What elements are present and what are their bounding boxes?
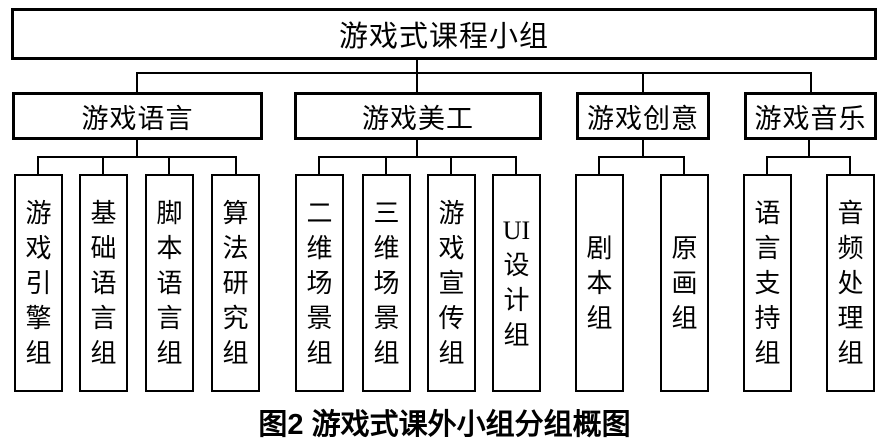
connector-drop-leaf [849,156,851,174]
leaf-game-promotion-group: 游 戏 宣 传 组 [427,174,476,392]
connector-drop-leaf [168,156,170,174]
connector-drop-leaf [102,156,104,174]
leaf-3d-scene-group: 三 维 场 景 组 [362,174,411,392]
node-game-music: 游戏音乐 [744,92,877,140]
node-game-art: 游戏美工 [294,92,542,140]
connector-stem-game-art [416,139,418,157]
connector-drop-leaf [515,156,517,174]
connector-stem-game-music [808,139,810,157]
leaf-game-engine-group: 游 戏 引 擎 组 [14,174,63,392]
connector-drop-game-creative [642,72,644,92]
connector-rail-game-language [37,156,237,158]
leaf-original-art-group: 原 画 组 [660,174,709,392]
node-game-creative-label: 游戏创意 [587,103,699,134]
node-game-music-label: 游戏音乐 [754,103,867,134]
node-game-language: 游戏语言 [12,92,263,140]
figure-caption: 图2 游戏式课外小组分组概图 [258,409,631,441]
node-root: 游戏式课程小组 [11,8,877,60]
node-game-art-label: 游戏美工 [362,103,474,134]
connector-drop-leaf [766,156,768,174]
leaf-ui-design-group: UI 设 计 组 [492,174,541,392]
connector-drop-leaf [235,156,237,174]
node-game-language-label: 游戏语言 [81,103,194,134]
connector-rail-game-art [318,156,517,158]
connector-drop-leaf [385,156,387,174]
leaf-language-support-group: 语 言 支 持 组 [743,174,792,392]
connector-rail-game-creative [598,156,685,158]
connector-drop-game-language [136,72,138,92]
connector-rail-level1 [136,72,812,74]
connector-drop-leaf [318,156,320,174]
connector-drop-leaf [683,156,685,174]
connector-stem-game-creative [642,139,644,157]
node-game-creative: 游戏创意 [576,92,710,140]
leaf-basic-language-group: 基 础 语 言 组 [79,174,128,392]
leaf-algorithm-research-group: 算 法 研 究 组 [211,174,260,392]
connector-drop-leaf [450,156,452,174]
leaf-2d-scene-group: 二 维 场 景 组 [295,174,344,392]
connector-drop-game-music [810,72,812,92]
connector-drop-leaf [598,156,600,174]
leaf-script-writing-group: 剧 本 组 [575,174,624,392]
leaf-script-language-group: 脚 本 语 言 组 [145,174,194,392]
leaf-audio-processing-group: 音 频 处 理 组 [826,174,875,392]
node-root-label: 游戏式课程小组 [338,21,549,53]
connector-stem-game-language [136,139,138,157]
connector-drop-leaf [37,156,39,174]
connector-root-stem [416,59,418,92]
connector-rail-game-music [766,156,851,158]
